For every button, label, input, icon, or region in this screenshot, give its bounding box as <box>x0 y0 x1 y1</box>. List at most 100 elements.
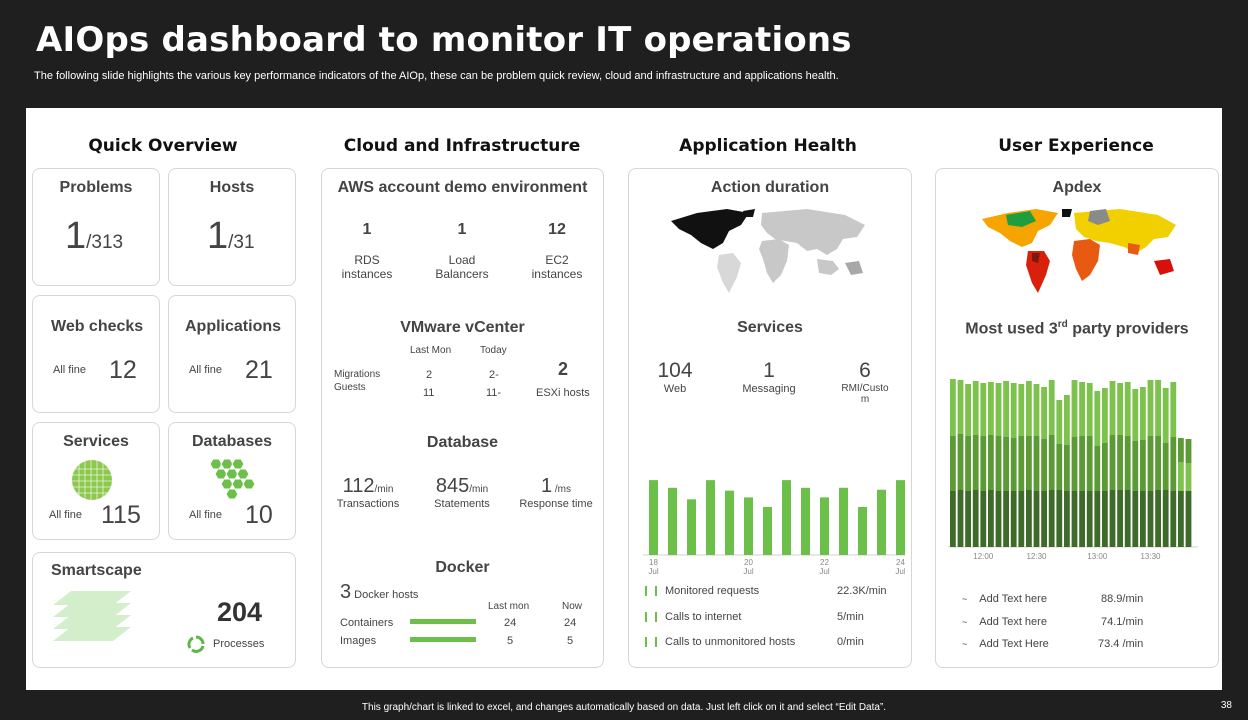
legend-calls-internet-value: 5/min <box>837 611 864 623</box>
db-transactions-label: Transactions <box>336 498 400 510</box>
stack-seg-26-2 <box>1140 440 1146 491</box>
providers-title: Most used 3rd party providers <box>965 319 1189 338</box>
stack-seg-1-2 <box>950 436 956 491</box>
x-tick-label: 12:30 <box>1026 552 1047 561</box>
docker-containers-now: 24 <box>564 617 577 629</box>
aws-ec2-item[interactable]: 12 EC2 instances <box>512 221 602 281</box>
stack-seg-29-1 <box>1162 490 1169 547</box>
stack-seg-27-3 <box>1147 380 1154 436</box>
stack-seg-10-1 <box>1018 491 1025 547</box>
stack-seg-7-2 <box>995 436 1002 491</box>
db-transactions[interactable]: 112/min Transactions <box>322 475 414 510</box>
stack-seg-30-1 <box>1170 491 1177 547</box>
stack-seg-1-3 <box>950 379 956 436</box>
bar-3 <box>687 499 696 555</box>
stack-seg-12-2 <box>1033 436 1040 491</box>
stack-seg-5-3 <box>980 383 987 436</box>
legend-monitored-requests[interactable]: Monitored requests <box>645 585 759 597</box>
stack-seg-30-3 <box>1170 382 1177 437</box>
services-card[interactable]: Services All fine 115 <box>32 422 160 540</box>
stack-seg-20-2 <box>1094 446 1101 491</box>
footer-note: This graph/chart is linked to excel, and… <box>361 702 887 713</box>
db-statements[interactable]: 845/min Statements <box>416 475 508 510</box>
stack-seg-6-2 <box>988 435 994 490</box>
databases-card[interactable]: Databases All fine 10 <box>168 422 296 540</box>
service-messaging-label: Messaging <box>742 383 796 395</box>
x-tick-label: Jul <box>895 567 905 576</box>
db-response-time[interactable]: 1 /ms Response time <box>510 475 602 510</box>
docker-hosts: 3 Docker hosts <box>340 581 419 603</box>
web-checks-card[interactable]: Web checks All fine 12 <box>32 295 160 413</box>
problems-label: Problems <box>59 179 133 196</box>
stack-seg-5-1 <box>980 491 987 547</box>
hosts-card[interactable]: Hosts 1/31 <box>168 168 296 286</box>
stack-seg-24-3 <box>1124 382 1131 436</box>
stack-seg-9-3 <box>1010 383 1017 438</box>
lb-label-2: Balancers <box>435 267 489 281</box>
ux-legend-item-3[interactable]: ~Add Text Here <box>962 638 1049 650</box>
service-rmi[interactable]: 6 RMI/Custo m <box>837 359 893 405</box>
stack-seg-8-1 <box>1003 491 1009 547</box>
stack-seg-31-4 <box>1178 438 1184 462</box>
stack-seg-12-3 <box>1033 384 1040 436</box>
stack-seg-25-3 <box>1132 389 1139 441</box>
web-checks-label: Web checks <box>51 318 144 335</box>
stack-seg-28-2 <box>1155 436 1161 490</box>
databases-count: 10 <box>245 501 273 529</box>
application-health-card: Action duration Services 104 Web 1 Messa… <box>628 168 912 668</box>
databases-hex-cluster-icon <box>209 458 256 500</box>
applications-card[interactable]: Applications All fine 21 <box>168 295 296 413</box>
ec2-label-1: EC2 <box>545 253 569 267</box>
stack-seg-31-3 <box>1178 462 1184 491</box>
stack-seg-32-1 <box>1185 491 1192 547</box>
problems-card[interactable]: Problems 1/313 <box>32 168 160 286</box>
vmware-migrations-today: 2- <box>489 369 499 381</box>
stack-seg-14-2 <box>1048 435 1055 490</box>
stack-seg-32-3 <box>1185 463 1192 491</box>
stack-seg-3-2 <box>965 436 971 491</box>
aws-lb-item[interactable]: 1 Load Balancers <box>417 221 507 281</box>
bar-8 <box>782 480 791 555</box>
slide-subtitle: The following slide highlights the vario… <box>34 70 839 82</box>
service-rmi-label: RMI/Custo m <box>841 383 889 405</box>
docker-containers-last: 24 <box>504 617 517 629</box>
ux-legend-item-2[interactable]: ~Add Text here <box>962 616 1047 628</box>
docker-images-now: 5 <box>567 635 574 647</box>
stack-seg-20-1 <box>1094 491 1101 547</box>
bar-11 <box>839 487 848 555</box>
stack-seg-16-3 <box>1064 395 1070 445</box>
ux-legend-value-2: 74.1/min <box>1101 616 1144 628</box>
stack-seg-19-2 <box>1086 436 1093 491</box>
stack-seg-18-2 <box>1079 436 1085 491</box>
esxi-hosts-count: 2 <box>558 359 569 379</box>
x-tick-label: 22 <box>820 558 829 567</box>
ec2-label-2: instances <box>531 267 583 281</box>
stack-seg-17-2 <box>1071 437 1078 491</box>
service-messaging[interactable]: 1 Messaging <box>723 359 815 395</box>
bar-10 <box>820 497 829 555</box>
stack-seg-29-2 <box>1162 443 1169 490</box>
stack-seg-2-2 <box>957 434 964 490</box>
stack-seg-25-1 <box>1132 491 1139 547</box>
legend-calls-internet[interactable]: Calls to internet <box>645 611 741 623</box>
services-label: Services <box>63 433 129 450</box>
stack-seg-27-1 <box>1147 491 1154 547</box>
legend-calls-unmonitored[interactable]: Calls to unmonitored hosts <box>645 636 795 648</box>
service-web[interactable]: 104 Web <box>629 359 721 395</box>
stack-seg-7-1 <box>995 491 1002 547</box>
stack-seg-10-3 <box>1018 384 1025 436</box>
vmware-title: VMware vCenter <box>400 319 525 336</box>
ux-legend-item-1[interactable]: ~Add Text here <box>962 593 1047 605</box>
stack-seg-21-3 <box>1102 388 1108 443</box>
stack-seg-16-1 <box>1064 491 1070 547</box>
action-duration-title: Action duration <box>710 179 830 196</box>
smartscape-card[interactable]: Smartscape 204 Processes <box>32 552 296 668</box>
service-web-count: 104 <box>657 359 693 382</box>
page-number: 38 <box>1220 700 1232 711</box>
stack-seg-6-1 <box>988 490 994 547</box>
aws-rds-item[interactable]: 1 RDS instances <box>322 221 412 281</box>
vmware-guests-last: 11 <box>423 387 435 399</box>
lb-count: 1 <box>457 221 467 238</box>
docker-containers-label: Containers <box>340 617 394 629</box>
